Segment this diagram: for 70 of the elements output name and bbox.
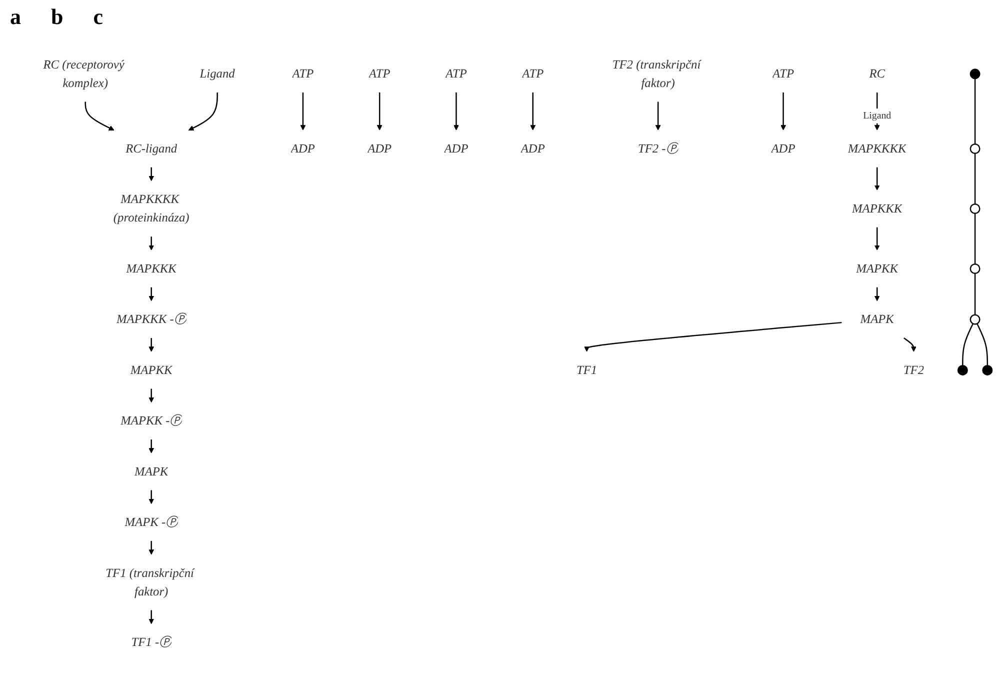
connector	[974, 78, 976, 144]
arrow	[454, 92, 459, 130]
node-text: MAPKK	[856, 262, 898, 276]
node-text: MAPK -Ⓟ	[124, 516, 178, 530]
node-circle	[970, 204, 980, 214]
node-text: ATP	[292, 67, 314, 81]
node-circle	[970, 144, 980, 154]
arrow	[148, 388, 154, 403]
node-circle	[970, 264, 980, 274]
panel-letter: a	[10, 4, 21, 30]
arrow	[148, 439, 154, 454]
node-text: ATP	[445, 67, 467, 81]
node-circle	[970, 314, 980, 325]
arrow	[148, 610, 154, 624]
node-text: RC (receptorový komplex)	[43, 58, 124, 90]
node-text: ATP	[368, 67, 390, 81]
node-text: MAPK	[860, 312, 894, 326]
node-text: MAPK	[134, 464, 168, 478]
arrow	[530, 92, 536, 130]
arrow	[874, 287, 880, 302]
node-circle	[957, 364, 968, 376]
panel-letter: b	[51, 4, 64, 30]
node-text: MAPKK	[130, 363, 172, 378]
node-text: ATP	[772, 67, 794, 81]
node-text: TF2 -Ⓟ	[638, 142, 678, 156]
arrow	[376, 92, 382, 130]
arrow	[148, 287, 154, 302]
edge-label: Ligand	[863, 110, 892, 121]
panel-letter: c	[93, 4, 104, 30]
node-text: RC	[869, 67, 885, 81]
node-text: ADP	[290, 142, 315, 156]
node-text: ADP	[368, 142, 392, 156]
arrow	[874, 227, 880, 250]
node-text: TF1 (transkripční faktor)	[106, 566, 194, 598]
arrow	[904, 338, 916, 352]
connector	[976, 323, 988, 366]
arrow	[148, 338, 154, 352]
node-circle	[982, 364, 993, 376]
node-text: Ligand	[200, 67, 235, 81]
node-text: MAPKKKK	[848, 142, 906, 156]
node-text: TF1	[576, 363, 598, 378]
node-text: TF1 -Ⓟ	[131, 636, 172, 650]
node-text: MAPKK -Ⓟ	[120, 414, 182, 428]
arrow	[188, 92, 218, 130]
arrow	[84, 102, 114, 130]
node-text: ADP	[771, 142, 796, 156]
node-text: TF2 (transkripční faktor)	[612, 58, 701, 90]
connector	[974, 273, 976, 315]
arrow	[148, 167, 154, 182]
arrow	[780, 92, 786, 130]
node-text: RC-ligand	[126, 142, 178, 156]
node-text: TF2	[903, 363, 924, 378]
arrow	[148, 490, 154, 504]
connector	[974, 213, 976, 264]
node-text: ADP	[520, 142, 545, 156]
node-circle	[970, 68, 980, 80]
node-text: MAPKKK	[126, 262, 176, 276]
connector	[974, 153, 976, 204]
connector	[962, 323, 974, 366]
node-text: MAPKKK -Ⓟ	[116, 312, 186, 326]
arrow	[148, 540, 154, 555]
arrow	[584, 322, 842, 352]
arrow	[148, 236, 154, 250]
node-text: MAPKKK	[852, 202, 902, 216]
arrow	[300, 92, 306, 130]
arrow	[874, 167, 880, 190]
node-text: MAPKKKK (proteinkináza)	[113, 192, 190, 225]
node-text: ADP	[444, 142, 468, 156]
arrow	[655, 102, 661, 130]
node-text: ATP	[522, 67, 544, 81]
